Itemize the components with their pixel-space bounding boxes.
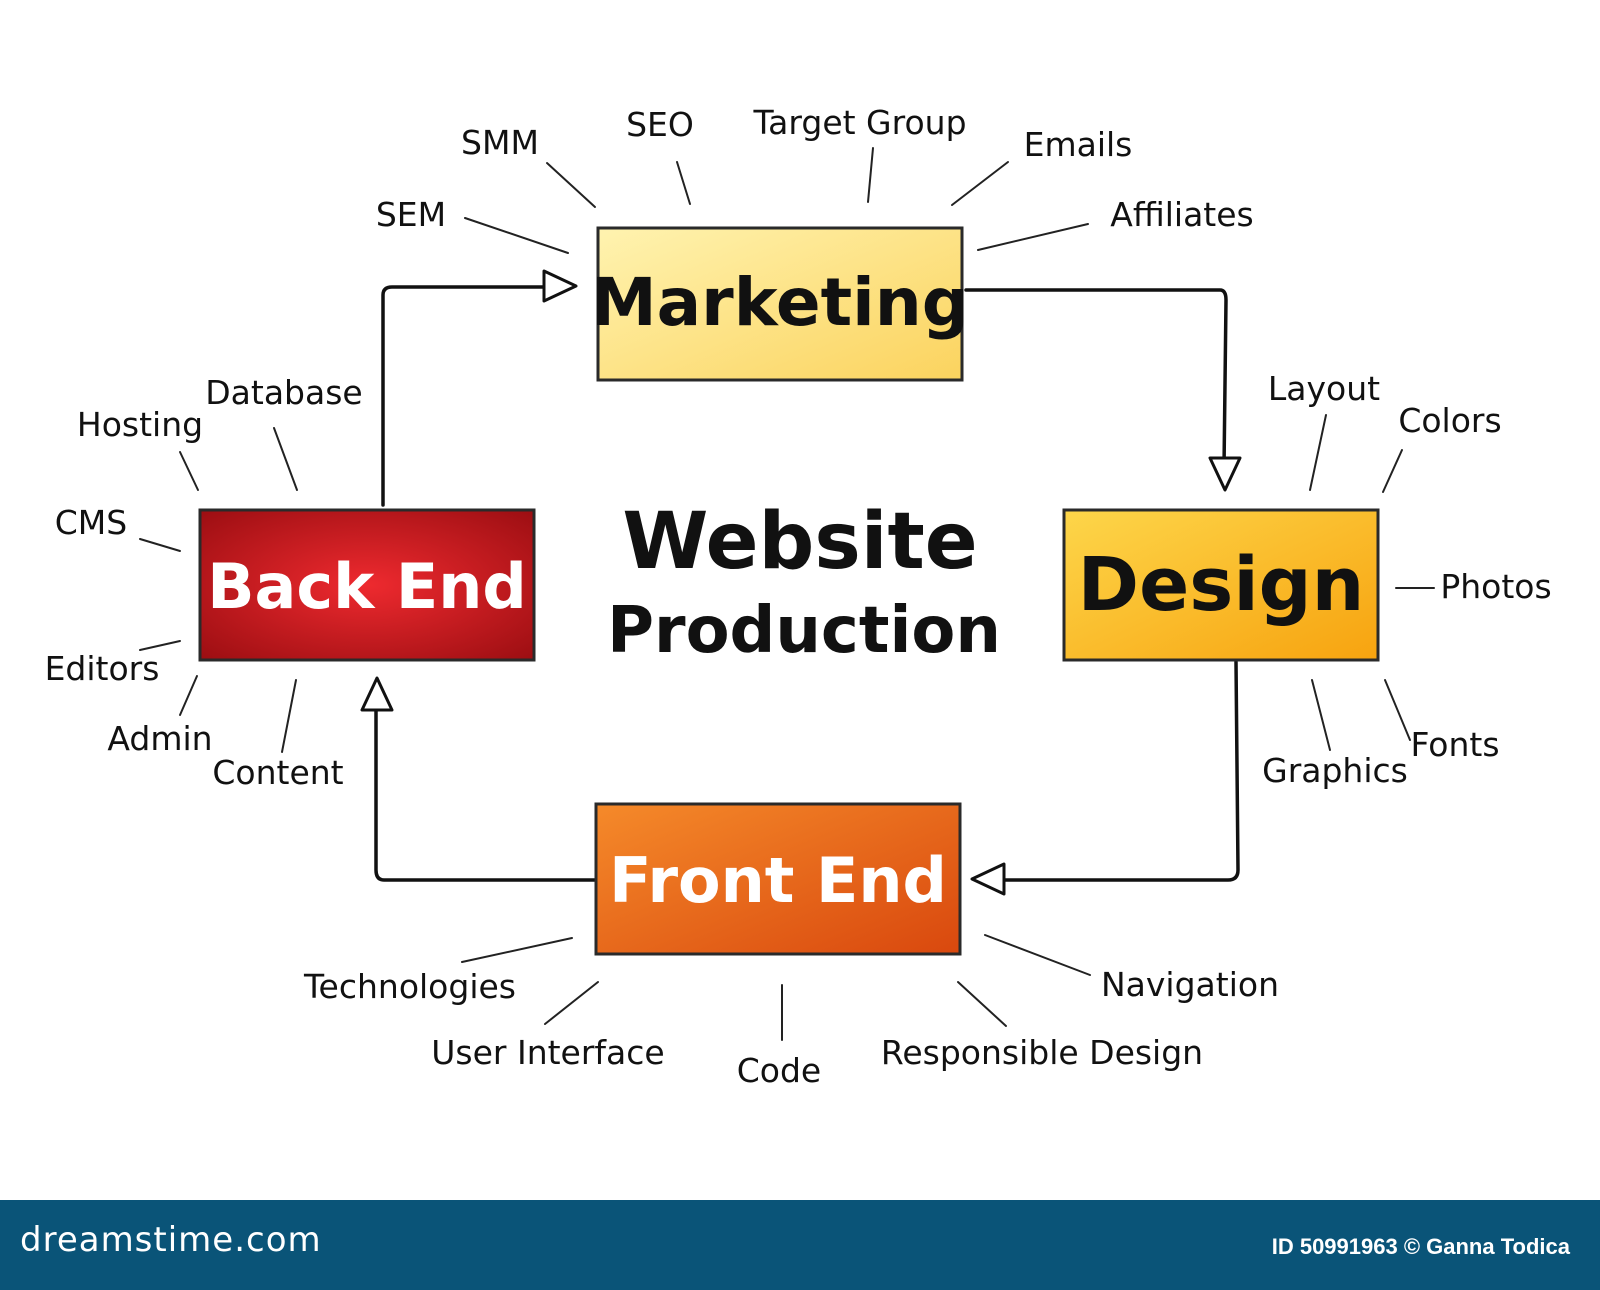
- connector-emails: [951, 161, 1009, 206]
- label-editors: Editors: [45, 649, 160, 688]
- label-seo: SEO: [626, 105, 694, 144]
- connector-fonts: [1384, 679, 1411, 741]
- connector-navigation: [984, 934, 1091, 976]
- center-title-line-2: Production: [607, 594, 1001, 668]
- node-design-label: Design: [1078, 542, 1365, 628]
- label-smm: SMM: [461, 123, 539, 162]
- label-cms: CMS: [55, 503, 127, 542]
- connector-affiliates: [977, 223, 1089, 251]
- flow-design-to-front-end: [988, 660, 1240, 882]
- label-database: Database: [205, 373, 362, 412]
- label-navigation: Navigation: [1101, 965, 1279, 1004]
- label-graphics: Graphics: [1262, 751, 1408, 790]
- node-back-end-box: [198, 508, 536, 662]
- node-front-end-label: Front End: [609, 844, 947, 917]
- label-fonts: Fonts: [1410, 725, 1499, 764]
- label-sem: SEM: [376, 195, 446, 234]
- connector-admin: [179, 675, 198, 716]
- label-affiliates: Affiliates: [1110, 195, 1253, 234]
- node-front-end-box: [594, 802, 962, 956]
- back-end-branch-labels: Database Hosting CMS Editors Admin Conte…: [45, 373, 363, 792]
- label-admin: Admin: [107, 719, 212, 758]
- watermark-footer: dreamstime.com ID 50991963 © Ganna Todic…: [0, 1200, 1600, 1290]
- label-user-interface: User Interface: [431, 1033, 664, 1072]
- connector-user-interface: [544, 981, 599, 1025]
- node-back-end-label: Back End: [207, 550, 527, 623]
- label-target-group: Target Group: [752, 103, 966, 142]
- marketing-branch-labels: SEO SMM Target Group Emails SEM Affiliat…: [376, 103, 1254, 234]
- connector-editors: [139, 640, 181, 651]
- node-back-end: Back End: [198, 508, 536, 662]
- label-emails: Emails: [1024, 125, 1133, 164]
- front-end-branch-labels: Technologies User Interface Code Respons…: [303, 965, 1279, 1090]
- label-technologies: Technologies: [303, 967, 516, 1006]
- center-title-line-1: Website: [622, 497, 977, 587]
- node-design-box: [1062, 508, 1380, 662]
- label-hosting: Hosting: [77, 405, 203, 444]
- connector-content: [281, 679, 297, 753]
- center-title: Website Production: [607, 497, 1001, 668]
- label-code: Code: [737, 1051, 821, 1090]
- connector-cms: [139, 538, 181, 552]
- label-photos: Photos: [1440, 567, 1551, 606]
- node-marketing: Marketing: [591, 226, 969, 382]
- footer-brand: dreamstime.com: [20, 1220, 322, 1260]
- node-front-end: Front End: [594, 802, 962, 956]
- connector-responsible-design: [957, 981, 1007, 1027]
- flow-front-end-to-back-end: [374, 698, 598, 882]
- flow-back-end-to-marketing: [381, 285, 557, 507]
- arrowhead-into-front-end: [970, 862, 1006, 896]
- arrowhead-into-back-end: [360, 676, 394, 712]
- node-marketing-label: Marketing: [591, 264, 969, 341]
- branch-connectors: [139, 147, 1435, 1041]
- connector-database: [273, 427, 298, 491]
- flow-marketing-to-design: [964, 288, 1228, 470]
- connector-layout: [1309, 414, 1327, 491]
- label-responsible-design: Responsible Design: [881, 1033, 1203, 1072]
- node-marketing-box: [596, 226, 964, 382]
- design-branch-labels: Layout Colors Photos Fonts Graphics: [1262, 369, 1552, 790]
- node-design: Design: [1062, 508, 1380, 662]
- connector-sem: [464, 217, 569, 254]
- connector-technologies: [461, 937, 573, 963]
- connector-hosting: [179, 451, 199, 491]
- arrowhead-into-design: [1208, 456, 1242, 492]
- connector-colors: [1382, 449, 1403, 493]
- connector-graphics: [1311, 679, 1331, 751]
- label-content: Content: [212, 753, 343, 792]
- connector-target-group: [867, 147, 874, 203]
- connector-seo: [676, 161, 691, 205]
- connector-smm: [546, 162, 596, 208]
- footer-credit: ID 50991963 © Ganna Todica: [1271, 1234, 1570, 1259]
- arrowhead-into-marketing: [542, 269, 578, 303]
- mind-map-diagram: Marketing Design Front End Back End Webs…: [45, 103, 1552, 1090]
- label-colors: Colors: [1398, 401, 1501, 440]
- label-layout: Layout: [1268, 369, 1380, 408]
- flow-arrows: [360, 269, 1242, 896]
